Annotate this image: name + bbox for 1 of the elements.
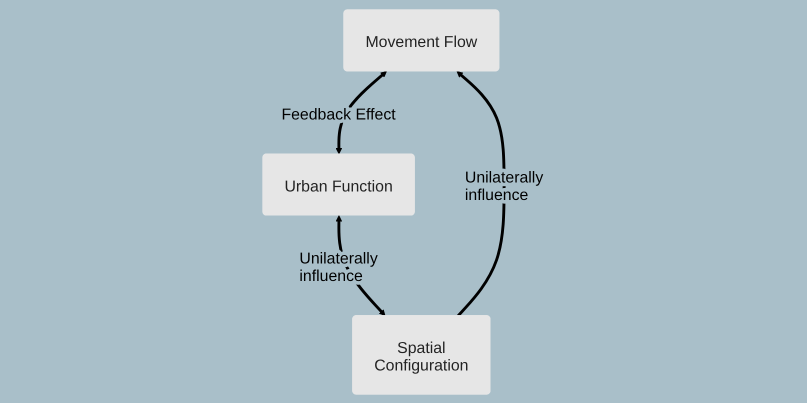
arrow	[457, 70, 506, 316]
